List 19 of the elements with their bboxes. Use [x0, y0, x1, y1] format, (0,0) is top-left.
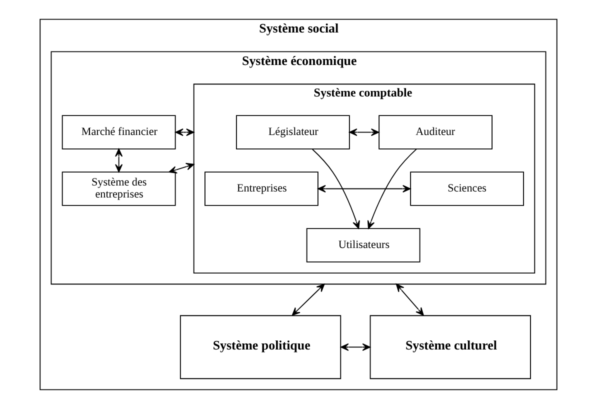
arrow: [367, 148, 418, 229]
arrow: [312, 148, 360, 229]
arrow: [349, 128, 380, 136]
arrow: [175, 128, 194, 136]
node-box: Entreprises: [204, 172, 318, 206]
arrow: [115, 148, 123, 172]
node-box: Utilisateurs: [306, 228, 420, 262]
node-box: Auditeur: [378, 115, 493, 150]
node-box: Législateur: [236, 115, 350, 150]
arrow: [318, 184, 411, 193]
node-box: Système des entreprises: [62, 172, 176, 206]
arrow: [340, 343, 371, 351]
node-box: Système politique: [180, 315, 342, 380]
arrow: [396, 284, 424, 316]
node-box: Marché financier: [62, 115, 176, 150]
node-box: Système culturel: [370, 315, 531, 380]
arrow: [168, 162, 194, 174]
arrow: [292, 284, 325, 316]
node-box: Sciences: [410, 172, 524, 206]
